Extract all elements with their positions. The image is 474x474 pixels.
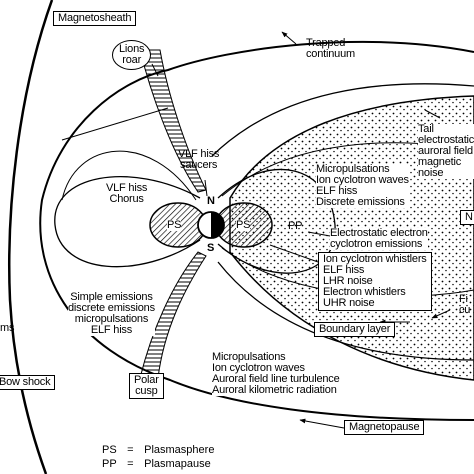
right-lower-emissions-label: Ion cyclotron whistlers ELF hiss LHR noi… <box>318 252 432 311</box>
bow-shock-curve <box>8 0 54 474</box>
boundary-layer-label: Boundary layer <box>314 322 396 337</box>
legend-abbr: PP <box>102 458 117 470</box>
tail-boundary <box>211 83 474 157</box>
south-label: S <box>207 242 215 254</box>
fi-cu-label: Fi cu <box>459 293 471 316</box>
north-label: N <box>207 195 215 207</box>
right-upper-emissions-label: Micropulsations Ion cyclotron waves ELF … <box>316 163 409 208</box>
legend: PS = Plasmasphere PP = Plasmapause <box>102 443 214 471</box>
leader-vlf-saucers <box>204 179 208 197</box>
trapped-continuum-label: Trapped continuum <box>306 37 355 60</box>
legend-abbr: PS <box>102 444 117 456</box>
pp-label: PP <box>288 220 303 232</box>
legend-meaning: Plasmasphere <box>144 444 215 456</box>
legend-eq: = <box>127 444 134 456</box>
legend-row-pp: PP = Plasmapause <box>102 457 214 471</box>
leader-pp <box>307 231 331 237</box>
vlf-chorus-label: VLF hiss Chorus <box>106 182 148 205</box>
leader-trapped <box>281 31 297 45</box>
leader-right-lower <box>269 244 319 263</box>
simple-emissions-label: Simple emissions discrete emissions micr… <box>68 291 155 336</box>
field-line-day-2 <box>61 150 197 201</box>
leader-fi <box>431 309 451 319</box>
field-line-day-3 <box>61 107 169 141</box>
leader-lions <box>151 63 159 77</box>
bow-shock-label: Bow shock <box>0 375 56 390</box>
vlf-saucers-label: VLF hiss saucers <box>178 148 220 171</box>
legend-eq: = <box>127 458 134 470</box>
field-line-day-1 <box>54 176 201 268</box>
earth-night-side <box>211 212 224 238</box>
n-right-label: N <box>460 210 474 225</box>
legend-meaning: Plasmapause <box>144 458 211 470</box>
electrostatic-label: Electrostatic electron cyclotron emissio… <box>330 227 428 250</box>
lions-roar-label: Lions roar <box>112 40 152 70</box>
tail-noise-label: Tail electrostatic auroral field magneti… <box>418 123 474 179</box>
magnetopause-boundary <box>39 41 474 421</box>
polar-cusp-label: Polar cusp <box>129 373 164 399</box>
tail-boundary-lower <box>217 261 474 361</box>
field-line-night-1 <box>217 168 336 274</box>
bottom-emissions-label: Micropulsations Ion cyclotron waves Auro… <box>212 351 340 396</box>
leader-tail <box>424 109 441 119</box>
leader-magnetopause <box>299 418 345 429</box>
magnetosheath-label: Magnetosheath <box>53 11 137 26</box>
ps-left-label: PS <box>167 219 182 231</box>
magnetopause-label: Magnetopause <box>344 420 425 435</box>
legend-row-ps: PS = Plasmasphere <box>102 443 214 457</box>
ms-left-label: ms <box>0 322 15 334</box>
ps-right-label: PS <box>236 219 251 231</box>
